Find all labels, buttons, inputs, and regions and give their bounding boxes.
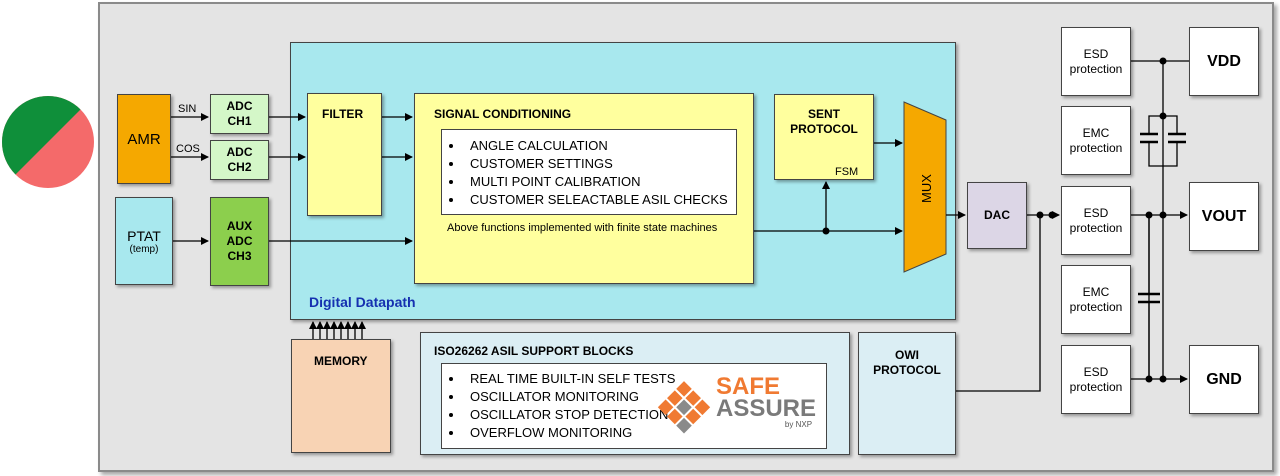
esd-label: ESD (1083, 46, 1109, 61)
sin-label: SIN (178, 103, 197, 115)
adc-ch1-block: ADC CH1 (210, 94, 269, 134)
aux-adc-label-2: ADC (226, 234, 253, 248)
pin-vdd-label: VDD (1207, 52, 1241, 70)
signal-conditioning-list-box: ANGLE CALCULATION CUSTOMER SETTINGS MULT… (441, 129, 737, 215)
emc-protection-lower: EMC protection (1061, 265, 1131, 334)
signal-conditioning-block: SIGNAL CONDITIONING ANGLE CALCULATION CU… (414, 93, 754, 284)
iso26262-title: ISO26262 ASIL SUPPORT BLOCKS (434, 344, 634, 358)
signal-conditioning-list: ANGLE CALCULATION CUSTOMER SETTINGS MULT… (442, 137, 736, 209)
pin-vdd: VDD (1189, 27, 1259, 96)
list-item: OVERFLOW MONITORING (464, 424, 826, 442)
iso26262-list-box: REAL TIME BUILT-IN SELF TESTS OSCILLATOR… (441, 363, 827, 449)
protection-label: protection (1069, 220, 1123, 235)
iso26262-panel: ISO26262 ASIL SUPPORT BLOCKS REAL TIME B… (420, 332, 850, 455)
memory-block: MEMORY (291, 339, 391, 453)
sent-protocol-block: SENT PROTOCOL FSM (774, 94, 874, 180)
aux-adc-label-3: CH3 (227, 249, 252, 263)
owi-protocol-block: OWI PROTOCOL (858, 332, 956, 455)
list-item: CUSTOMER SELEACTABLE ASIL CHECKS (464, 191, 736, 209)
aux-adc-label-1: AUX (226, 219, 253, 233)
emc-protection-upper: EMC protection (1061, 106, 1131, 175)
pin-gnd-label: GND (1206, 370, 1242, 388)
safe-text: SAFE (716, 373, 781, 400)
dac-block: DAC (967, 182, 1027, 249)
protection-label: protection (1069, 61, 1123, 76)
adc-ch2-label-2: CH2 (227, 160, 252, 174)
pin-vout-label: VOUT (1201, 207, 1247, 225)
aux-adc-ch3-block: AUX ADC CH3 (210, 197, 269, 286)
list-item: MULTI POINT CALIBRATION (464, 173, 736, 191)
adc-ch1-label-2: CH1 (227, 114, 252, 128)
sent-label-2: PROTOCOL (790, 122, 858, 136)
status-circle-icon (2, 96, 94, 188)
by-nxp-text: by NXP (784, 420, 813, 429)
adc-ch1-label-1: ADC (226, 99, 253, 113)
list-item: OSCILLATOR MONITORING (464, 388, 826, 406)
amr-sensor-block: AMR (117, 94, 171, 184)
emc-label: EMC (1082, 125, 1110, 140)
assure-text: ASSURE (716, 395, 817, 422)
protection-label: protection (1069, 379, 1123, 394)
cos-label: COS (176, 143, 200, 155)
pin-vout: VOUT (1189, 182, 1259, 251)
fsm-label: FSM (835, 166, 859, 178)
ptat-block: PTAT (temp) (115, 197, 173, 285)
ptat-sublabel: (temp) (129, 243, 159, 255)
list-item: CUSTOMER SETTINGS (464, 155, 736, 173)
esd-protection-gnd: ESD protection (1061, 345, 1131, 414)
esd-label: ESD (1083, 205, 1109, 220)
safeassure-logo-text: SAFE ASSURE by NXP (716, 373, 817, 430)
list-item: REAL TIME BUILT-IN SELF TESTS (464, 370, 826, 388)
datapath-label: Digital Datapath (309, 294, 416, 310)
iso26262-list: REAL TIME BUILT-IN SELF TESTS OSCILLATOR… (442, 370, 826, 442)
filter-block: FILTER (307, 93, 382, 216)
esd-protection-vout: ESD protection (1061, 186, 1131, 255)
esd-label: ESD (1083, 364, 1109, 379)
owi-label-2: PROTOCOL (873, 363, 941, 377)
protection-label: protection (1069, 299, 1123, 314)
list-item: ANGLE CALCULATION (464, 137, 736, 155)
memory-label: MEMORY (314, 354, 368, 368)
signal-conditioning-note: Above functions implemented with finite … (447, 222, 718, 234)
sent-label-1: SENT (807, 107, 840, 121)
adc-ch2-label-1: ADC (226, 145, 253, 159)
safeassure-logo-icon (657, 381, 711, 434)
amr-label: AMR (127, 130, 161, 148)
filter-label: FILTER (322, 107, 364, 121)
mux-block (903, 101, 947, 273)
pin-gnd: GND (1189, 345, 1259, 414)
adc-ch2-block: ADC CH2 (210, 140, 269, 180)
list-item: OSCILLATOR STOP DETECTION (464, 406, 826, 424)
owi-label-1: OWI (895, 348, 919, 362)
esd-protection-vdd: ESD protection (1061, 27, 1131, 96)
protection-label: protection (1069, 140, 1123, 155)
emc-label: EMC (1082, 284, 1110, 299)
dac-label: DAC (984, 208, 1010, 222)
signal-conditioning-title: SIGNAL CONDITIONING (434, 107, 572, 121)
ptat-label: PTAT (127, 227, 161, 244)
